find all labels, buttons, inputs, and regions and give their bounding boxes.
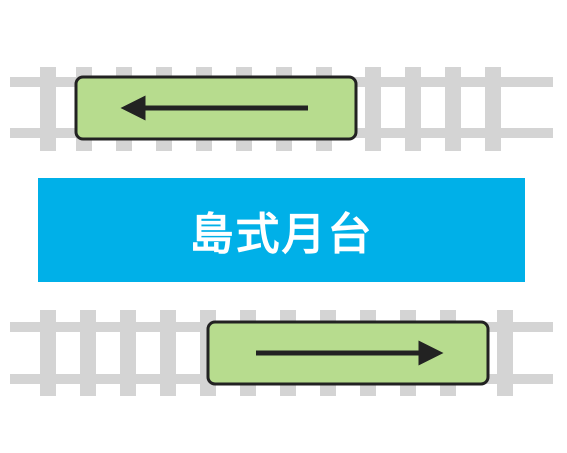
upper-train (74, 75, 358, 141)
platform-label: 島式月台 (189, 209, 374, 260)
upper-track (10, 67, 553, 151)
lower-track (10, 310, 553, 396)
island-platform (38, 178, 525, 282)
lower-train (206, 320, 490, 386)
